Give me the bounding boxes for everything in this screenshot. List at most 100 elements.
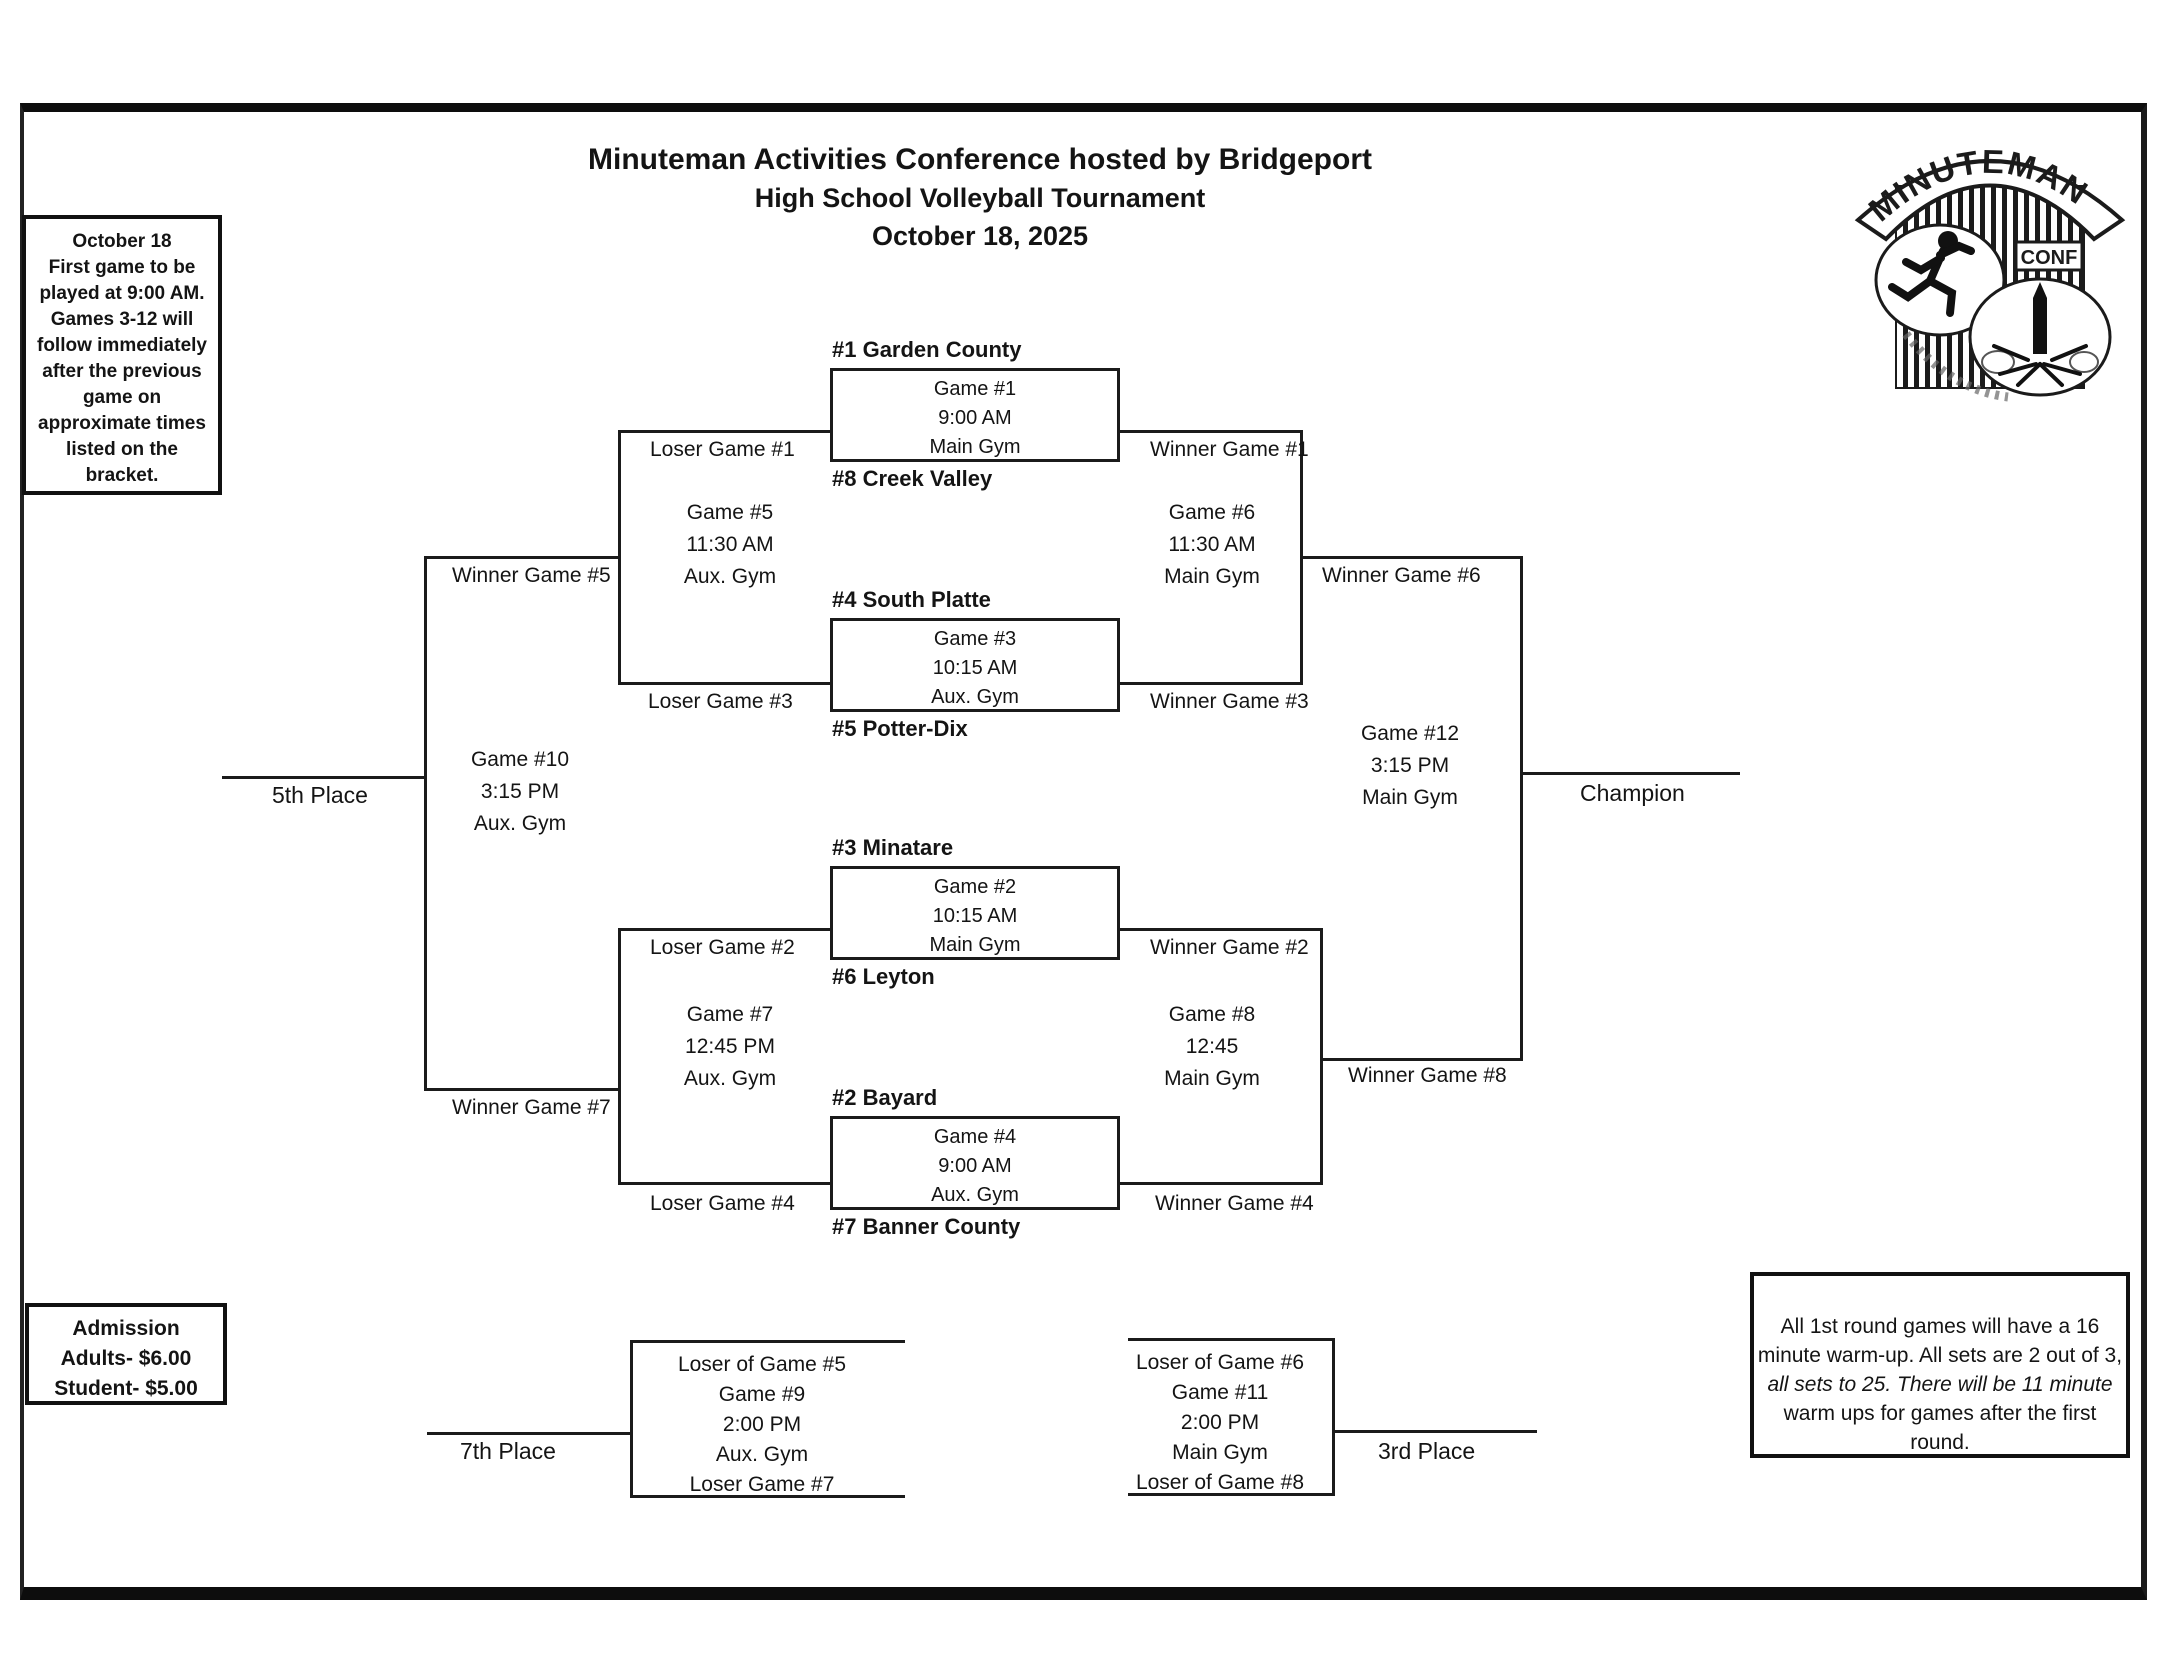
label-winner-game4: Winner Game #4 [1155,1192,1314,1215]
team-minatare: #3 Minatare [832,835,954,860]
game4-time: 9:00 AM [938,1155,1012,1177]
bracket-line-upper-left-vertical [618,430,621,685]
game9-bottom-feed: Loser Game #7 [689,1473,835,1496]
page-border [20,103,2147,1600]
label-winner-game3: Winner Game #3 [1150,690,1309,713]
label-seventh-place: 7th Place [460,1438,556,1464]
schedule-note-box: October 18 First game to be played at 9:… [22,215,222,495]
game11-top-feed: Loser of Game #6 [1135,1351,1305,1374]
game11-name: Game #11 [1171,1381,1269,1404]
bracket-line-final-vertical [1520,556,1523,1061]
game9-time: 2:00 PM [722,1413,802,1436]
game11-venue: Main Gym [1172,1441,1268,1464]
page-title: Minuteman Activities Conference hosted b… [430,143,1530,252]
game10-name: Game #10 [470,748,570,771]
bracket-line-third-top [1128,1338,1332,1341]
game6-info: Game #6 11:30 AM Main Gym [1127,497,1297,593]
label-winner-game2: Winner Game #2 [1150,936,1309,959]
game3-venue: Aux. Gym [931,686,1019,708]
rules-line-3: all sets to 25. There will be 11 minute [1767,1373,2113,1396]
bracket-line-seventh-bottom [630,1495,905,1498]
game2-time: 10:15 AM [932,905,1018,927]
team-banner-county: #7 Banner County [832,1214,1021,1239]
bracket-line-loser4 [618,1182,830,1185]
bracket-line-third-vertical [1332,1338,1335,1496]
label-winner-game7: Winner Game #7 [452,1096,611,1119]
game9-top-feed: Loser of Game #5 [677,1353,847,1376]
game8-venue: Main Gym [1164,1067,1260,1090]
game11-bottom-feed: Loser of Game #8 [1135,1471,1305,1494]
bracket-line-winner6 [1300,556,1522,559]
admission-student: Student- $5.00 [54,1377,198,1400]
game8-time: 12:45 [1185,1035,1239,1058]
bracket-line-winner7 [424,1088,618,1091]
game8-name: Game #8 [1168,1003,1256,1026]
bracket-line-seventh-place [427,1432,630,1435]
bracket-line-third-bottom [1128,1493,1332,1496]
bracket-line-winner4 [1120,1182,1320,1185]
bracket-line-winner3 [1120,682,1302,685]
bracket-line-loser3 [618,682,830,685]
game9-name: Game #9 [718,1383,806,1406]
game9-block: Loser of Game #5 Game #9 2:00 PM Aux. Gy… [642,1350,882,1500]
game5-time: 11:30 AM [686,533,774,556]
game2-venue: Main Gym [929,934,1021,956]
game6-name: Game #6 [1168,501,1256,524]
game5-name: Game #5 [686,501,774,524]
game6-venue: Main Gym [1164,565,1260,588]
team-potter-dix: #5 Potter-Dix [832,716,968,741]
game11-time: 2:00 PM [1180,1411,1260,1434]
bracket-line-winner8 [1320,1058,1522,1061]
label-winner-game6: Winner Game #6 [1322,564,1481,587]
bracket-line-fifth-vertical [424,556,427,1091]
bracket-line-winner2 [1120,928,1320,931]
game8-info: Game #8 12:45 Main Gym [1127,999,1297,1095]
label-champion: Champion [1580,780,1685,806]
rocket-icon [1981,282,2099,387]
game5-venue: Aux. Gym [683,565,777,588]
game4-box: Game #4 9:00 AM Aux. Gym [830,1116,1120,1210]
rules-line-2: minute warm-up. All sets are 2 out of 3, [1757,1344,2123,1367]
game1-time: 9:00 AM [938,407,1012,429]
team-bayard: #2 Bayard [832,1085,938,1110]
game3-name: Game #3 [933,628,1017,650]
runner-icon [1888,231,1975,317]
bracket-line-fifth-place [222,776,424,779]
bracket-line-winner5 [424,556,618,559]
label-winner-game1: Winner Game #1 [1150,438,1309,461]
bracket-line-loser2 [618,928,830,931]
label-loser-game4: Loser Game #4 [650,1192,795,1215]
game12-venue: Main Gym [1362,786,1458,809]
team-leyton: #6 Leyton [832,964,935,989]
logo-conf-box [2014,240,2084,272]
game1-box: Game #1 9:00 AM Main Gym [830,368,1120,462]
game10-venue: Aux. Gym [473,812,567,835]
admission-title: Admission [72,1317,180,1340]
label-loser-game2: Loser Game #2 [650,936,795,959]
game1-venue: Main Gym [929,436,1021,458]
logo-banner-ribbon [1854,159,2126,242]
minuteman-conference-logo: MINUTEMAN CONF [1854,143,2126,402]
rules-line-1: All 1st round games will have a 16 [1780,1315,2100,1338]
logo-conf-text: CONF [2021,247,2078,269]
bracket-line-seventh-top [630,1340,905,1343]
game12-info: Game #12 3:15 PM Main Gym [1325,718,1495,814]
game1-name: Game #1 [933,378,1017,400]
game3-time: 10:15 AM [932,657,1018,679]
team-creek-valley: #8 Creek Valley [832,466,993,491]
rules-note-box: All 1st round games will have a 16 minut… [1750,1272,2130,1458]
admission-box: Admission Adults- $6.00 Student- $5.00 [25,1303,227,1405]
game3-box: Game #3 10:15 AM Aux. Gym [830,618,1120,712]
game2-name: Game #2 [933,876,1017,898]
team-south-platte: #4 South Platte [832,587,991,612]
bracket-line-lower-right-vertical [1320,928,1323,1185]
team-garden-county: #1 Garden County [832,337,1022,362]
bracket-line-lower-left-vertical [618,928,621,1185]
label-third-place: 3rd Place [1378,1438,1476,1464]
bracket-line-loser1 [618,430,830,433]
bracket-line-winner1 [1120,430,1302,433]
game9-venue: Aux. Gym [715,1443,809,1466]
title-line-1: Minuteman Activities Conference hosted b… [588,143,1372,176]
label-winner-game5: Winner Game #5 [452,564,611,587]
title-date: October 18, 2025 [871,221,1089,251]
